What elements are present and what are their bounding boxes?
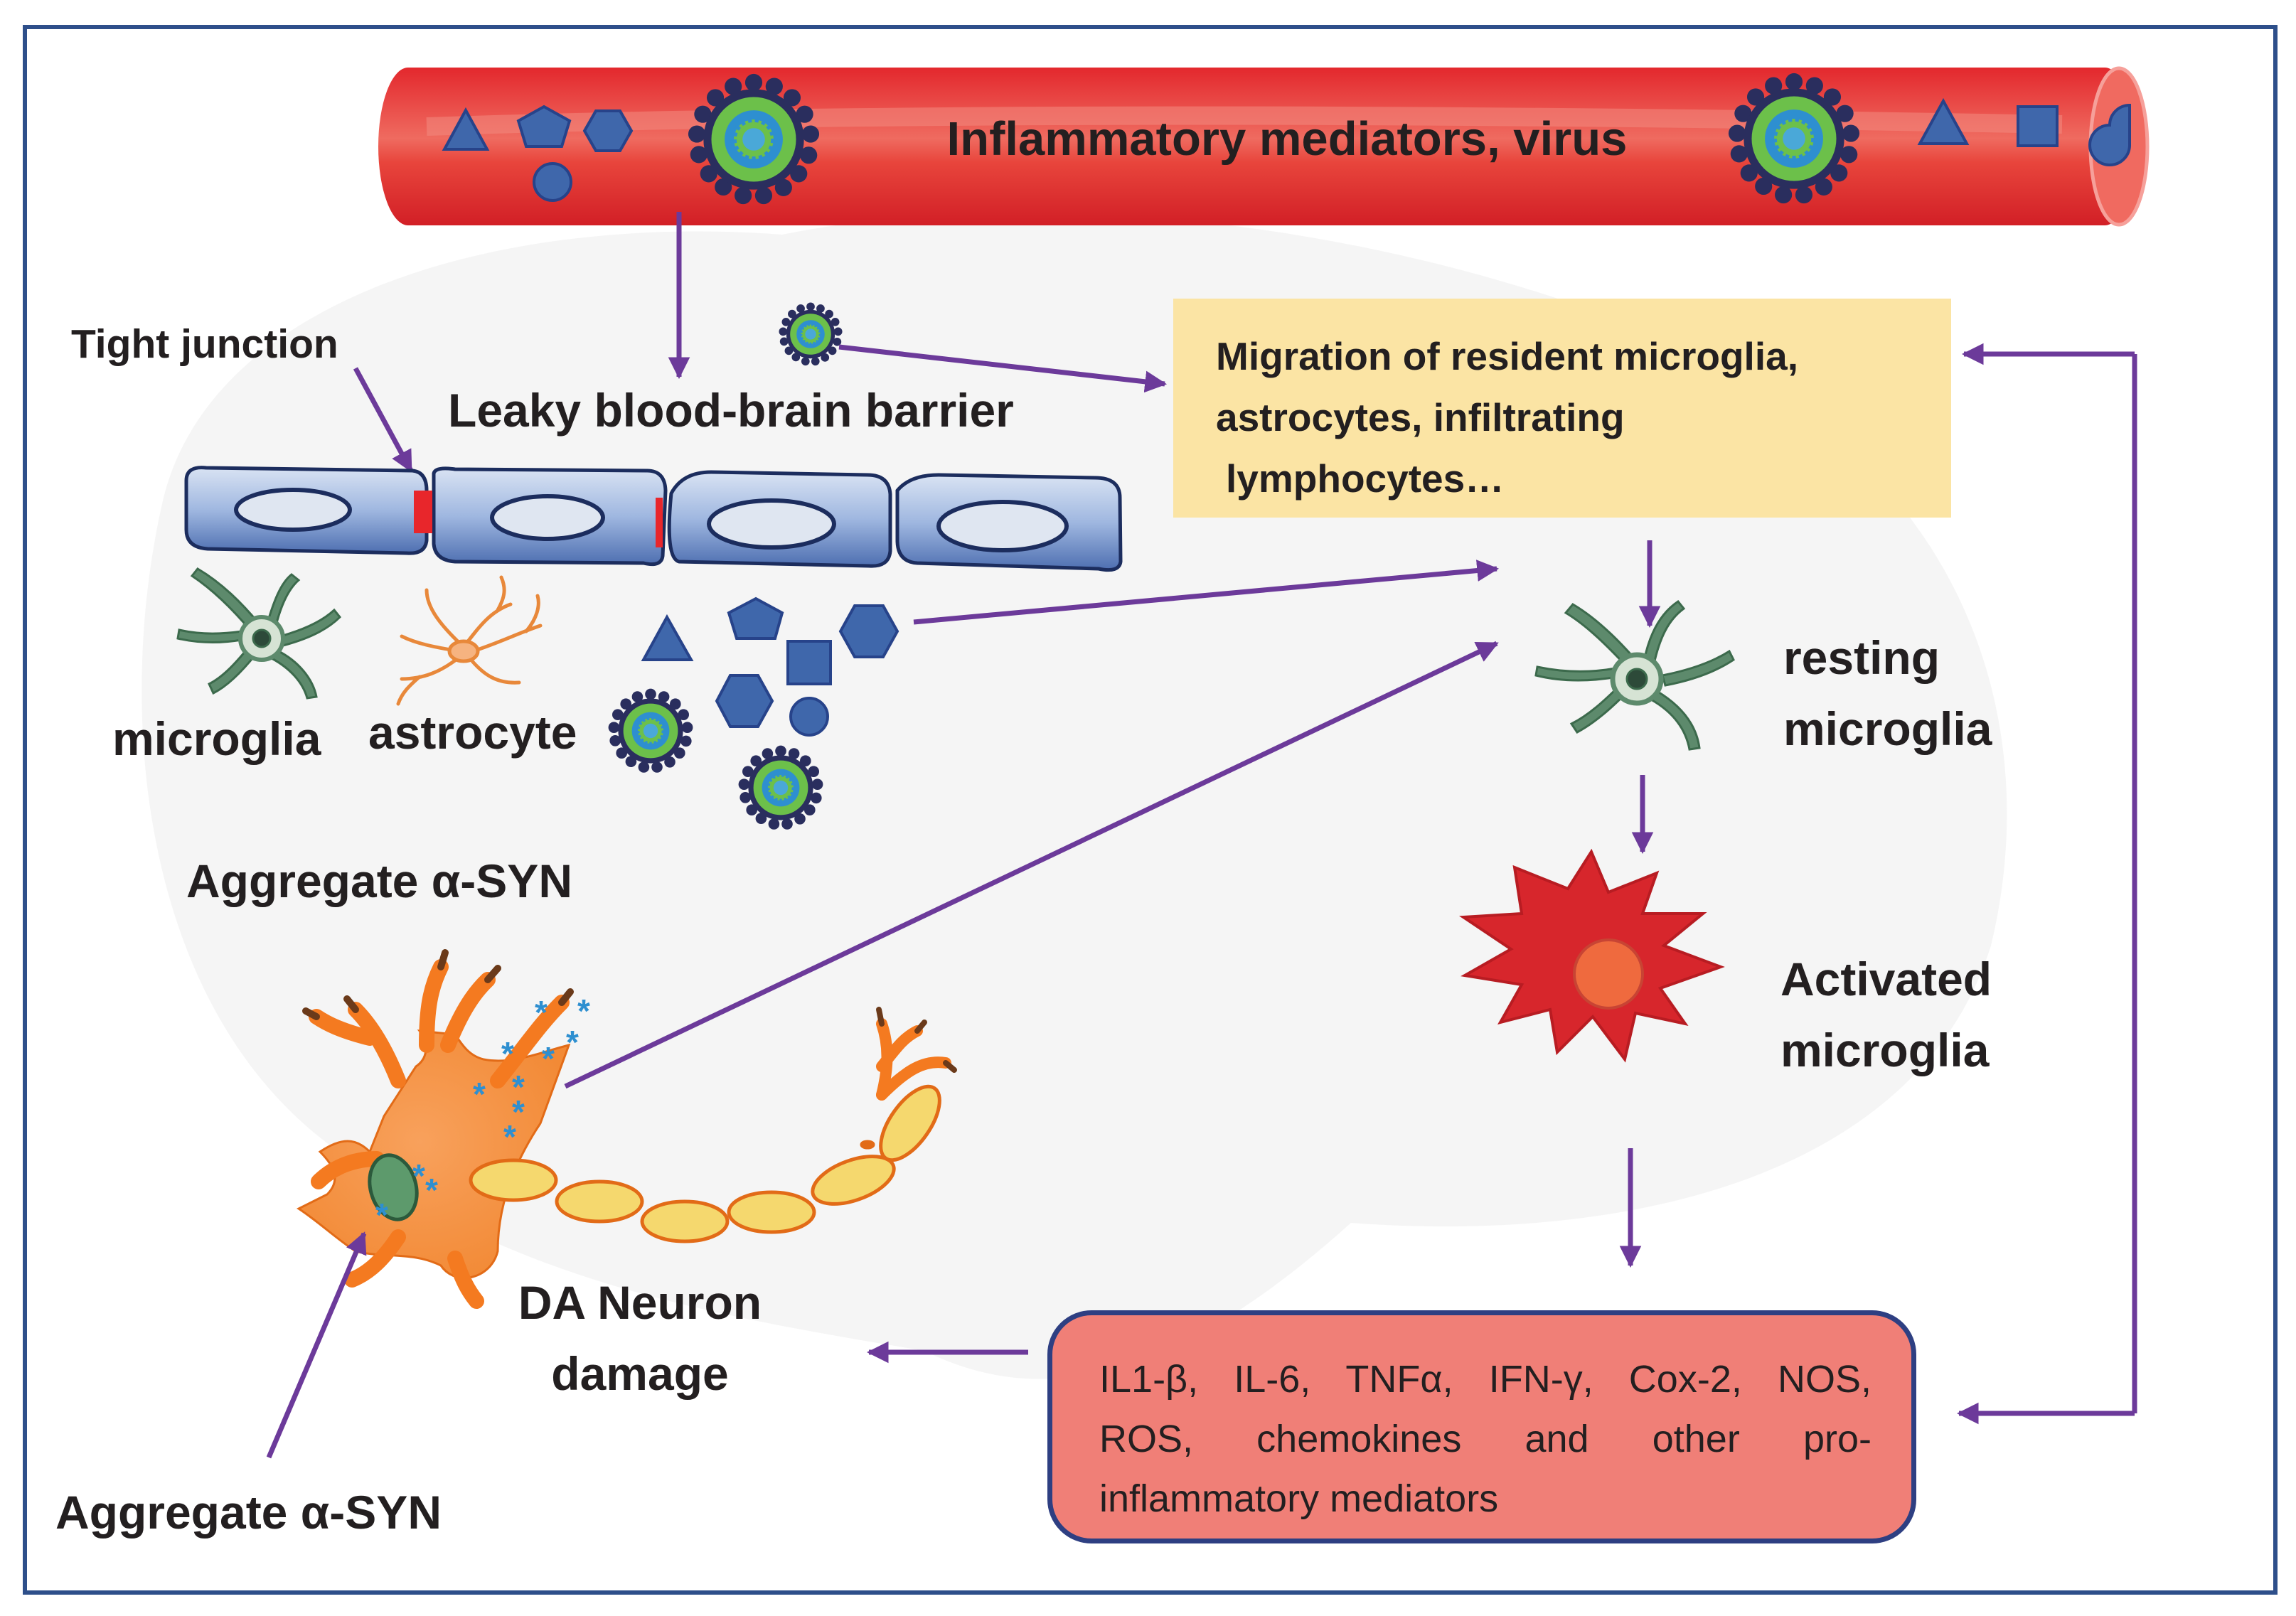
svg-text:*: * [542,1040,555,1077]
aggregate-syn-bottom-label: Aggregate α-SYN [55,1486,442,1539]
pentagon-mediator-icon [727,596,784,640]
vessel-label: Inflammatory mediators, virus [947,112,1628,166]
mediators-to-resting-arrow [913,560,1500,625]
cytokine-line-3: inflammatory mediators [1099,1477,1499,1520]
virus-to-migration-arrow [838,344,1168,393]
microglia-cell-icon [176,567,342,700]
vessel-mediator-shapes [442,97,2131,202]
axon-icon [469,1007,957,1243]
activated-microglia-icon [1458,848,1725,1063]
tight-junction-label: Tight junction [71,321,338,367]
migration-line-3: lymphocytes… [1226,456,1505,501]
tight-junction-arrow [353,367,414,473]
migration-box: Migration of resident microglia, astrocy… [1173,299,1951,518]
tight-junction-marker [414,491,432,533]
brain-mediator-shapes [641,596,899,737]
astrocyte-label: astrocyte [368,706,577,759]
resting-microglia-icon [1534,599,1735,751]
svg-text:*: * [375,1197,388,1234]
svg-text:*: * [412,1157,425,1194]
drop-mediator-icon [2088,103,2131,166]
flow-arrows [266,343,2137,1459]
da-neuron-icon [297,949,574,1309]
endothelial-cells [184,466,1123,572]
svg-text:*: * [425,1172,438,1209]
activated-label-line2: microglia [1780,1024,1990,1076]
svg-text:*: * [473,1076,486,1113]
microglia-label: microglia [112,712,322,765]
svg-text:*: * [501,1035,514,1072]
tight-junction-marker [656,498,663,547]
svg-text:*: * [512,1093,525,1130]
migration-line-1: Migration of resident microglia, [1216,334,1798,378]
da-neuron-label-line2: damage [551,1347,728,1400]
activated-label-line1: Activated [1780,953,1992,1005]
svg-text:*: * [566,1024,579,1061]
hexagon-mediator-icon [838,604,899,658]
svg-text:*: * [512,1069,525,1106]
square-mediator-icon [786,640,832,685]
leaky-bbb-label: Leaky blood-brain barrier [448,384,1014,437]
alpha-syn-asterisks: * * * * * * * * * * * * [375,992,590,1234]
da-neuron-label-line1: DA Neuron [518,1276,762,1329]
migration-line-2: astrocytes, infiltrating [1216,395,1625,439]
hexagon-mediator-icon [582,109,634,152]
astrocyte-cell-icon [396,575,543,706]
svg-text:*: * [503,1118,516,1155]
triangle-mediator-icon [442,107,490,151]
resting-label-line2: microglia [1783,702,1993,755]
aggregate-syn-to-neuron-arrow [266,1231,367,1459]
square-mediator-icon [2017,105,2059,147]
triangle-mediator-icon [641,614,694,661]
cytokine-line-2: ROS, chemokines and other pro- [1099,1418,1871,1460]
cytokine-box: IL1-β, IL-6, TNFα, IFN-γ, Cox-2, NOS, RO… [1047,1310,1916,1543]
triangle-mediator-icon [1917,97,1970,145]
neuron-to-resting-arrow [564,641,1499,1089]
circle-mediator-icon [533,162,572,202]
cytokine-line-1: IL1-β, IL-6, TNFα, IFN-γ, Cox-2, NOS, [1099,1358,1871,1401]
circle-mediator-icon [789,697,829,737]
svg-text:*: * [577,992,590,1029]
resting-label-line1: resting [1783,631,1940,684]
aggregate-syn-top-label: Aggregate α-SYN [186,855,572,907]
hexagon-mediator-icon [715,674,774,728]
outer-frame [23,25,2278,1595]
svg-text:*: * [535,994,548,1031]
pentagon-mediator-icon [516,105,572,148]
